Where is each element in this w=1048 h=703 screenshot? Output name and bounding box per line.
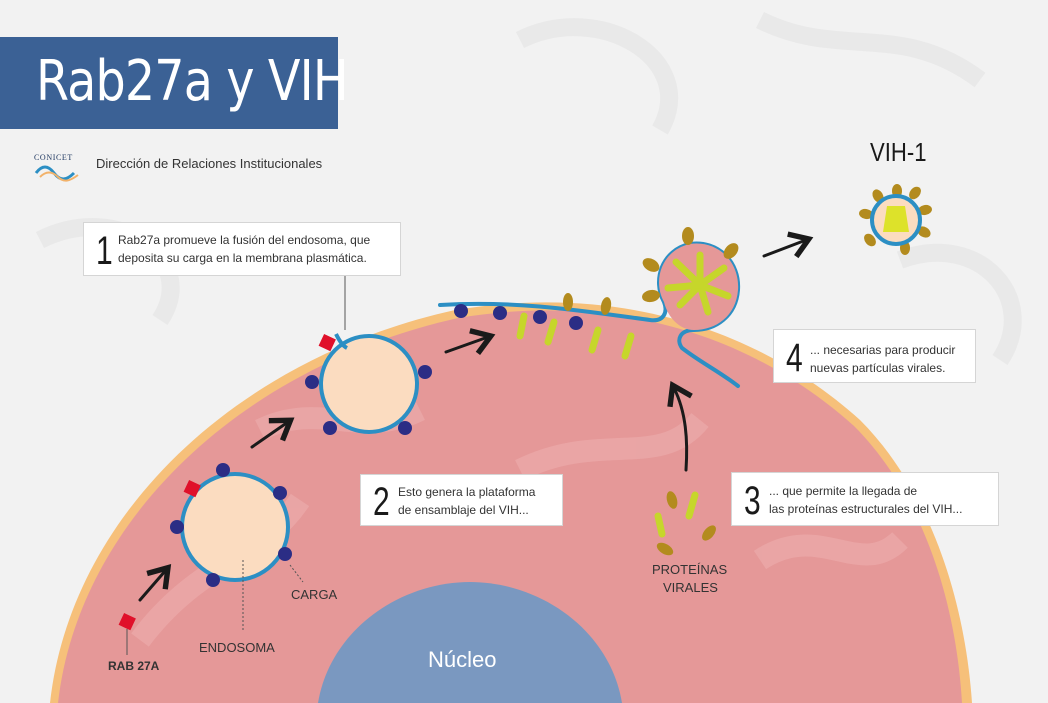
step-number: 4 [786,336,803,380]
callout-text-line: ... que permite la llegada de [769,484,918,498]
callout-step-4: 4 ... necesarias para producir nuevas pa… [773,329,976,383]
viral-proteins-label-line2: VIRALES [663,580,718,595]
fusing-endosome [319,333,419,434]
callout-text-line: Esto genera la plataforma [398,485,536,499]
arrow-step4 [667,380,693,472]
arrow-step1 [138,564,172,602]
callout-text-line: las proteínas estructurales del VIH... [769,502,963,516]
rab27a-markers [118,334,336,631]
callout-step-2: 2 Esto genera la plataforma de ensamblaj… [360,474,563,526]
callout-text-line: ... necesarias para producir [810,343,956,357]
arrow-step3 [444,328,496,355]
leader-lines [126,275,346,655]
endosome-label: ENDOSOMA [199,640,275,655]
nucleus-label: Núcleo [428,647,497,672]
wave-icon [34,165,79,182]
callout-text-line: nuevas partículas virales. [810,361,946,375]
arrow-step5 [762,231,814,259]
title-banner [0,37,338,129]
mature-virion [859,184,932,255]
callout-step-1: 1 Rab27a promueve la fusión del endosoma… [83,222,401,276]
membrane-viral-proteins [516,312,635,360]
free-viral-proteins [654,491,716,556]
budding-virion [642,227,739,316]
step-number: 1 [96,229,113,273]
conicet-logo: CONICET [34,153,80,183]
step-number: 2 [373,480,390,524]
cargo-particles [170,304,583,587]
org-name: Dirección de Relaciones Institucionales [96,156,323,171]
page-title: Rab27a y VIH [36,49,349,114]
cargo-label: CARGA [291,587,338,602]
process-arrows [138,231,814,602]
step-number: 3 [744,479,761,523]
virus-title: VIH-1 [870,137,927,167]
callout-text-line: de ensamblaje del VIH... [398,503,529,517]
membrane-gold-proteins [563,293,612,315]
viral-proteins-label-line1: PROTEÍNAS [652,562,728,577]
callout-step-3: 3 ... que permite la llegada de las prot… [731,472,999,526]
arrow-step2 [250,417,295,449]
callout-text-line: deposita su carga en la membrana plasmát… [118,251,367,265]
logo-wordmark: CONICET [34,153,73,162]
nucleus [318,582,622,703]
callout-text-line: Rab27a promueve la fusión del endosoma, … [118,233,371,247]
rab27a-label: RAB 27A [108,659,160,673]
